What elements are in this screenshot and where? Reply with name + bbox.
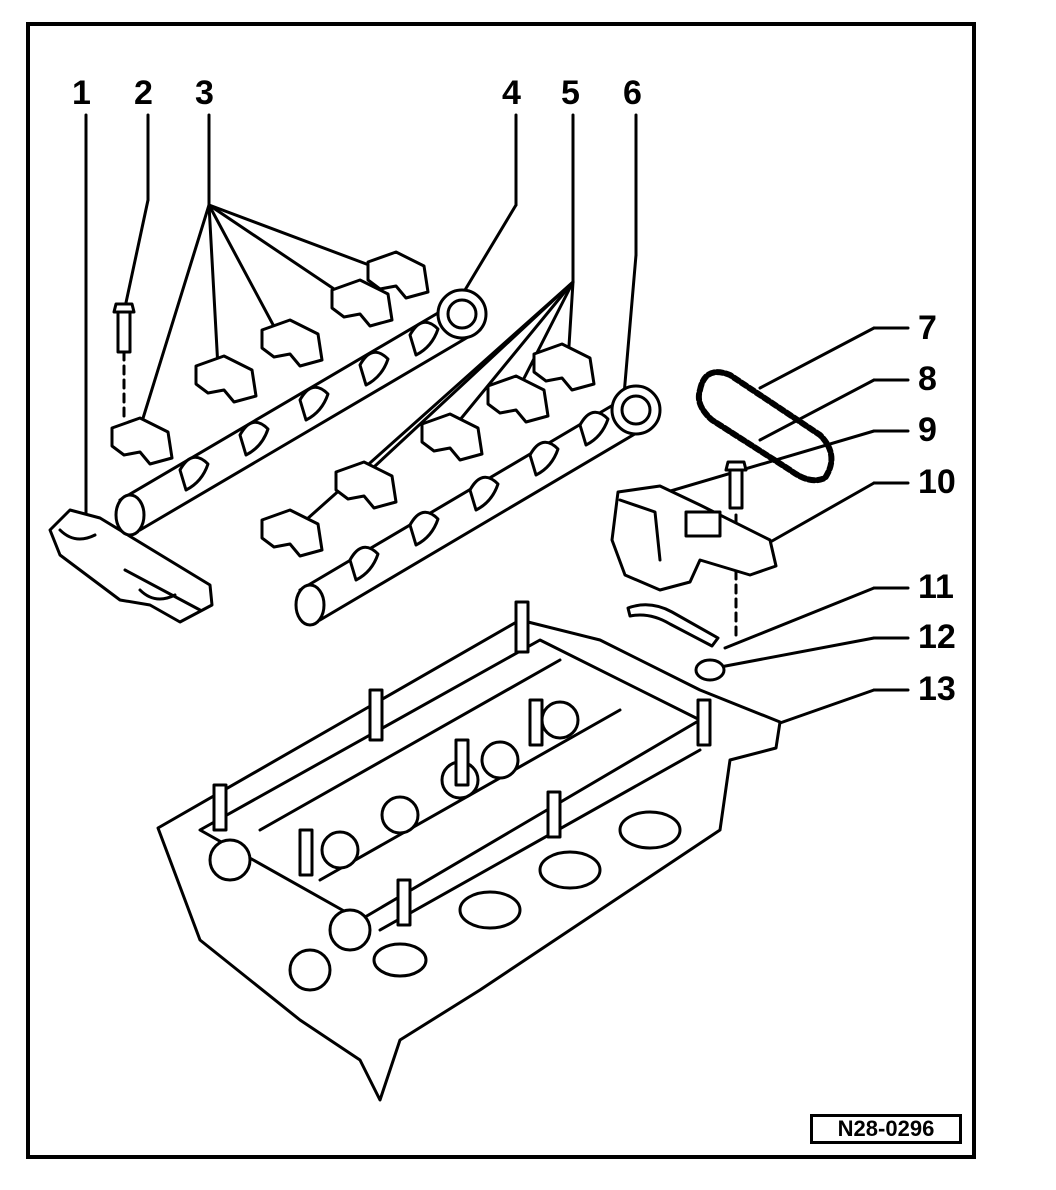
camshaft-adjuster [610, 484, 778, 592]
exhaust-camshaft [114, 288, 488, 537]
drive-chain [695, 369, 835, 484]
reference-code: N28-0296 [810, 1114, 962, 1144]
callout-7: 7 [918, 309, 937, 347]
intake-camshaft [294, 384, 662, 627]
bolt-9 [724, 460, 748, 510]
callout-11: 11 [918, 568, 954, 606]
callout-2: 2 [134, 74, 153, 112]
callout-9: 9 [918, 411, 937, 449]
callout-8: 8 [918, 360, 937, 398]
callout-6: 6 [623, 74, 642, 112]
callout-5: 5 [561, 74, 580, 112]
callout-4: 4 [502, 74, 521, 112]
callout-10: 10 [918, 463, 956, 501]
callout-12: 12 [918, 618, 956, 656]
leader-lines [84, 113, 910, 732]
callout-1: 1 [72, 74, 91, 112]
bearing-caps-intake [260, 342, 596, 558]
callout-3: 3 [195, 74, 214, 112]
bolt-2 [112, 302, 136, 354]
seal-ring [694, 658, 726, 682]
bearing-bracket [48, 508, 214, 624]
adjuster-gasket [626, 603, 720, 648]
callout-13: 13 [918, 670, 956, 708]
cylinder-head [156, 600, 782, 1102]
bearing-caps-exhaust [110, 250, 430, 466]
